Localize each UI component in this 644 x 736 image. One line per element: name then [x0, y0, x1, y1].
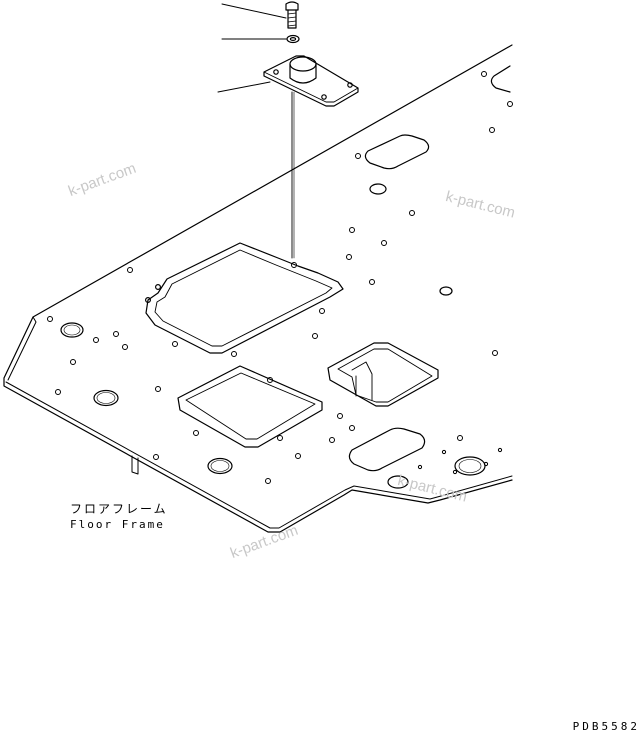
floor-frame-left-bevel: [7, 316, 37, 381]
leader-lines: [217, 3, 287, 93]
leader-bolt: [221, 3, 287, 19]
frame-bracket: [131, 455, 139, 475]
cover-assembly: [263, 1, 359, 259]
slot-openings: [348, 65, 511, 472]
floor-frame-thickness-edge: [5, 381, 513, 529]
washer-part: [286, 34, 300, 44]
center-square-opening: [177, 365, 323, 448]
leader-cover: [217, 81, 271, 93]
part-name-jp: フロアフレーム: [70, 502, 168, 516]
part-name-en: Floor Frame: [70, 518, 165, 531]
bolt-part: [285, 1, 299, 29]
cover-opening: [145, 242, 344, 354]
right-opening-with-ramp: [327, 342, 439, 407]
drawing-code: PDB5582: [572, 720, 640, 733]
floor-frame-outline: [3, 44, 513, 533]
large-holes: [60, 183, 486, 489]
cover-plate-part: [263, 55, 359, 107]
small-holes: [47, 71, 513, 484]
floor-frame: [3, 44, 513, 533]
